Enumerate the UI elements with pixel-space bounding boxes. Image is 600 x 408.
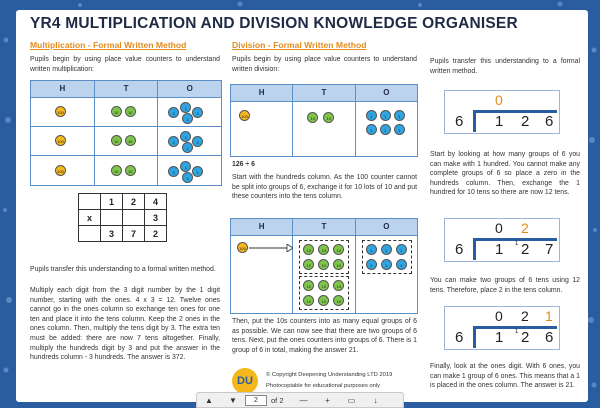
short-division-step2: 0 2 6 1 1 2 7 [444,218,560,262]
hundred-counter: 100 [237,242,248,253]
pv-header-hundreds: H [231,219,294,235]
multiplication-grid: 1 2 4 x 3 3 7 2 [78,193,167,242]
carry-digit: 1 [515,241,519,247]
pv-header-ones: O [383,88,390,97]
division-step1-text: Start with the hundreds column. As the 1… [232,174,417,201]
ten-counter: 10 [124,135,136,146]
one-counter: 1 [379,110,391,121]
hundred-counter: 100 [55,135,66,146]
ten-counter: 10 [124,106,136,117]
one-counter: 1 [393,124,405,135]
ten-counter: 10 [110,106,122,117]
short-division-step1: 0 6 1 2 6 [444,90,560,134]
zoom-in-button[interactable]: + [325,395,330,405]
fit-page-icon[interactable]: ▭ [347,395,356,405]
ten-counter: 10 [110,165,122,176]
one-counter: 1 [180,161,192,172]
hundred-counter: 100 [55,165,66,176]
one-counter: 1 [182,172,194,183]
pv-header-tens: T [95,81,159,97]
pv-header-ones: O [383,222,390,231]
one-counter: 1 [192,166,204,177]
one-counter: 1 [365,110,377,121]
one-counter: 1 [180,102,192,113]
pv-header-ones: O [186,84,193,93]
right-transfer-text: Pupils transfer this understanding to a … [430,58,580,75]
ten-counter: 10 [323,112,335,123]
pv-header-tens: T [293,219,356,235]
multiplication-heading: Multiplication - Formal Written Method [30,40,187,50]
multiplication-explanation: Multiply each digit from the 3 digit num… [30,287,220,362]
one-counter: 1 [182,142,194,153]
one-counter: 1 [192,107,204,118]
pv-header-hundreds: H [31,81,95,97]
one-counter: 1 [168,166,180,177]
ten-counter: 10 [124,165,136,176]
grid-row-answer: 3 7 2 [78,225,167,242]
download-icon[interactable]: ↓ [373,395,378,405]
deepening-understanding-logo: DU [232,368,258,394]
pv-header-tens: T [293,85,356,101]
photocopiable-note: Photocopiable for educational purposes o… [266,383,381,389]
hundred-counter: 100 [55,106,66,117]
exchange-arrow-icon [249,244,293,252]
page-number-input[interactable]: 2 [245,394,267,406]
carry-digit: 1 [515,329,519,335]
division-step2-text: Then, put the 10s counters into as many … [232,318,417,354]
pv-header-hundreds: H [231,85,294,101]
previous-page-button[interactable]: ▲ [205,395,213,405]
multiplication-transfer-text: Pupils transfer this understanding to a … [30,266,216,273]
one-counter: 1 [192,136,204,147]
knowledge-organiser-page: YR4 MULTIPLICATION AND DIVISION KNOWLEDG… [16,10,588,402]
ten-counter: 10 [307,112,319,123]
one-counter: 1 [182,113,194,124]
one-counter: 1 [168,107,180,118]
division-heading: Division - Formal Written Method [232,40,367,50]
short-division-step3: 0 2 1 6 1 1 2 6 [444,306,560,350]
zoom-out-button[interactable]: — [299,395,308,405]
one-counter: 1 [168,136,180,147]
one-counter: 1 [180,131,192,142]
right-step2-text: You can make two groups of 6 tens using … [430,277,580,294]
page-count: of 2 [271,395,284,405]
one-counter: 1 [393,110,405,121]
grid-row-multiplier: x 3 [78,209,167,226]
pdf-viewer-toolbar: ▲ ▼ 2 of 2 — + ▭ ↓ [196,392,404,408]
grid-row-multiplicand: 1 2 4 [78,193,167,210]
multiplication-intro: Pupils begin by using place value counte… [30,56,220,73]
right-step1-text: Start by looking at how many groups of 6… [430,151,580,197]
one-counter: 1 [365,124,377,135]
right-step3-text: Finally, look at the ones digit. With 6 … [430,363,580,390]
ten-counter: 10 [110,135,122,146]
next-page-button[interactable]: ▼ [229,395,237,405]
division-equation: 126 ÷ 6 [232,161,255,168]
division-intro: Pupils begin by using place value counte… [232,56,417,73]
page-title: YR4 MULTIPLICATION AND DIVISION KNOWLEDG… [30,15,518,32]
hundred-counter: 100 [239,110,250,121]
copyright-text: © Copyright Deepening Understanding LTD … [266,372,393,378]
one-counter: 1 [379,124,391,135]
